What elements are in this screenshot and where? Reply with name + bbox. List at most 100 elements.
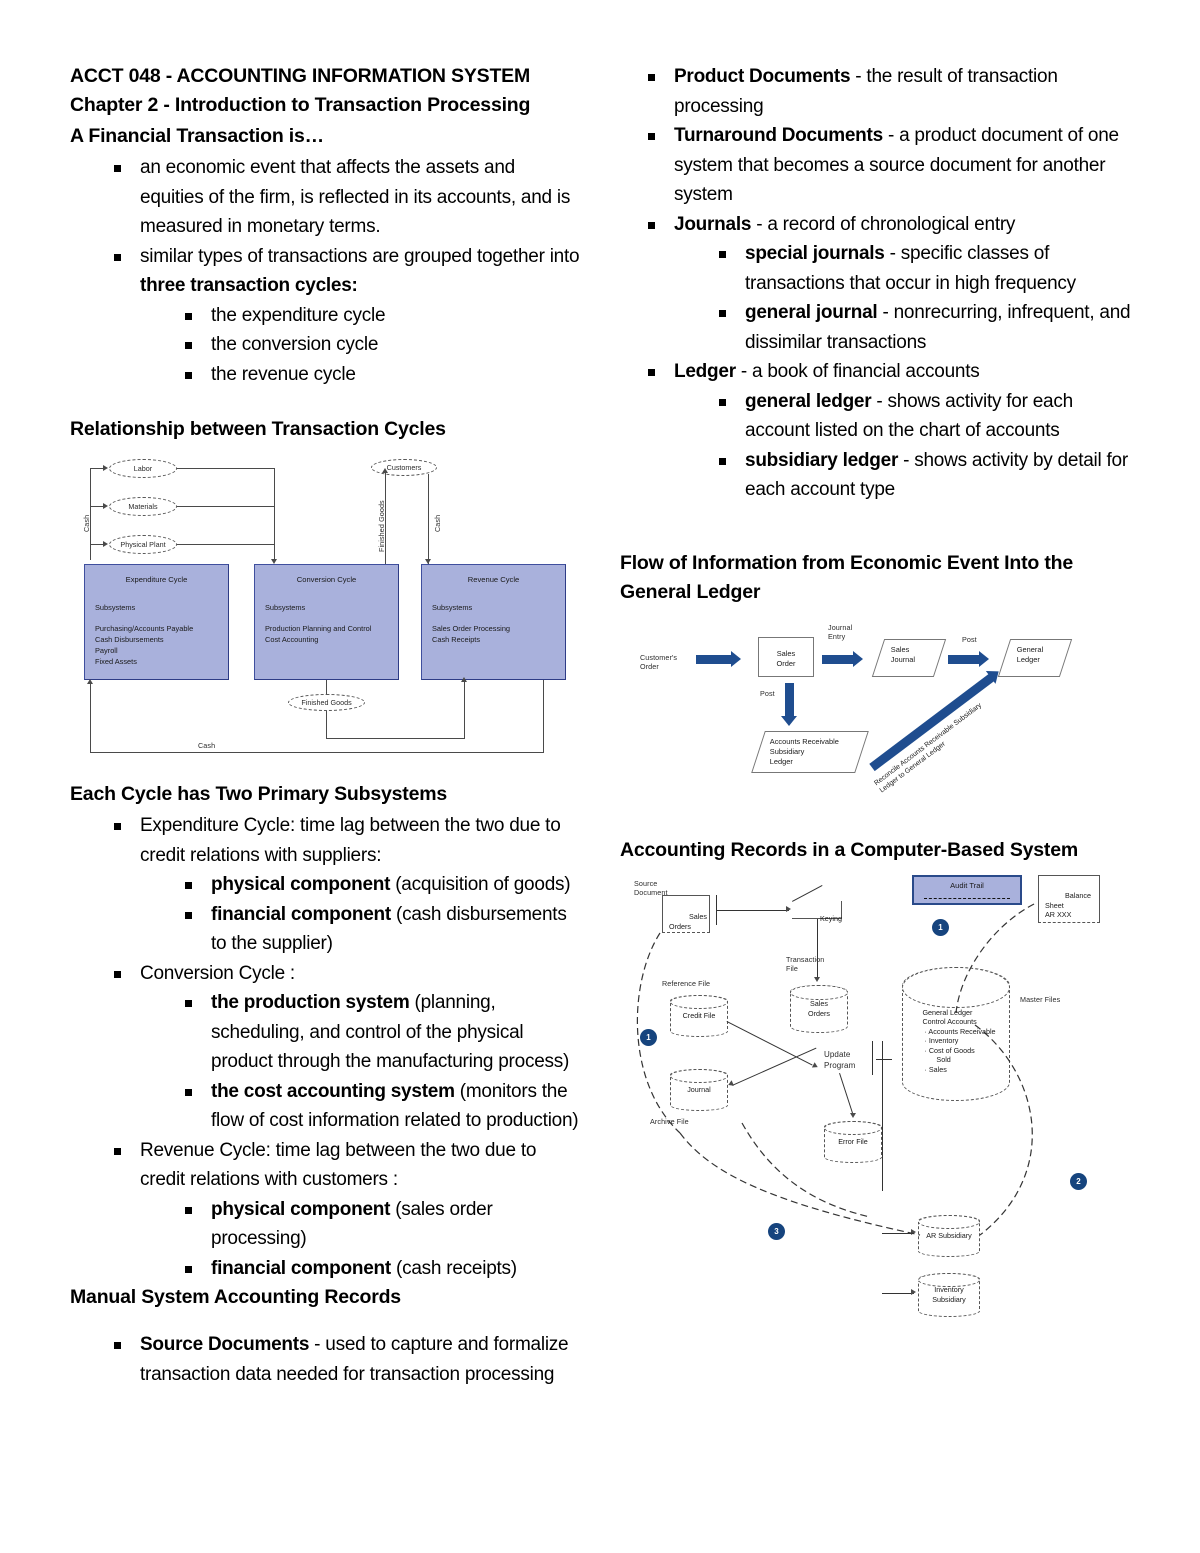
- box-title: Expenditure Cycle: [125, 575, 188, 584]
- file-ar-subsidiary: AR Subsidiary: [918, 1214, 980, 1257]
- bullet-text: similar types of transactions are groupe…: [140, 245, 580, 267]
- expenditure-components-list: physical component (acquisition of goods…: [177, 870, 580, 959]
- file-label: Credit File: [682, 1010, 716, 1020]
- shape-sales-journal: Sales Journal: [871, 638, 947, 677]
- bullet-text: (acquisition of goods): [390, 874, 571, 895]
- expenditure-cycle-box: Expenditure Cycle Subsystems Purchasing/…: [84, 564, 229, 680]
- arrow-order-to-sales-order: [696, 650, 741, 667]
- bullet-text-bold: the cost accounting system: [211, 1080, 455, 1102]
- chapter-title: Chapter 2 - Introduction to Transaction …: [70, 94, 531, 116]
- ellipse-finished-goods: Finished Goods: [288, 694, 365, 711]
- shape-label: Sales Orders: [669, 912, 707, 931]
- file-general-ledger-control: General Ledger Control Accounts · Accoun…: [902, 966, 1010, 1101]
- file-label: Inventory Subsidiary: [932, 1285, 966, 1304]
- two-column-layout: ACCT 048 - ACCOUNTING INFORMATION SYSTEM…: [70, 62, 1160, 1389]
- bullet-text-bold: subsidiary ledger: [745, 449, 899, 471]
- shape-label: Balance Sheet AR XXX: [1045, 891, 1091, 919]
- ellipse-physical-plant: Physical Plant: [109, 535, 177, 554]
- section-heading-relationship-cycles: Relationship between Transaction Cycles: [70, 418, 446, 440]
- bullet-text-bold: Turnaround Documents: [674, 125, 883, 146]
- shape-balance-sheet: Balance Sheet AR XXX: [1038, 874, 1100, 923]
- flow-label-post-down: Post: [760, 688, 775, 698]
- bullet-text-bold: Product Documents: [674, 66, 851, 87]
- list-item: subsidiary ledger - shows activity by de…: [711, 446, 1140, 505]
- file-label: Error File: [838, 1136, 868, 1146]
- bullet-text-bold: Ledger: [674, 361, 736, 382]
- bullet-text: (planning, scheduling, and control of th…: [211, 992, 570, 1072]
- list-item: Product Documents - the result of transa…: [640, 62, 1140, 121]
- list-item: Revenue Cycle: time lag between the two …: [106, 1136, 580, 1284]
- list-item: the conversion cycle: [177, 330, 580, 360]
- ellipse-materials: Materials: [109, 497, 177, 516]
- file-credit: Credit File: [670, 994, 728, 1037]
- information-flow-diagram: Customer's Order Sales Order Journal Ent…: [640, 615, 1140, 794]
- bullet-text-bold: financial component: [211, 1257, 391, 1279]
- bullet-text: (monitors the flow of cost information r…: [211, 1080, 579, 1132]
- cbs-label-archive-file: Archive File: [650, 1116, 689, 1126]
- list-item: financial component (cash disbursements …: [177, 900, 580, 959]
- bullet-text-bold: general journal: [745, 302, 878, 323]
- section-heading-flow-of-information: Flow of Information from Economic Event …: [620, 551, 1073, 603]
- bullet-text-bold: physical component: [211, 1198, 391, 1220]
- right-column: Product Documents - the result of transa…: [620, 62, 1140, 1363]
- badge-1-left: 1: [640, 1028, 657, 1046]
- box-title: Conversion Cycle: [296, 575, 357, 584]
- conversion-components-list: the production system (planning, schedul…: [177, 988, 580, 1136]
- list-item: physical component (acquisition of goods…: [177, 870, 580, 900]
- financial-transaction-list: an economic event that affects the asset…: [106, 153, 580, 389]
- transaction-cycles-list: the expenditure cycle the conversion cyc…: [177, 301, 580, 390]
- bullet-text-bold: financial component: [211, 903, 391, 925]
- box-items: Sales Order Processing Cash Receipts: [432, 624, 511, 644]
- edge-label-cash-bottom: Cash: [198, 741, 216, 750]
- bullet-text: - shows activity for each account listed…: [745, 390, 1073, 442]
- list-item: the expenditure cycle: [177, 301, 580, 331]
- shape-label: Sales Journal: [890, 644, 916, 664]
- audit-trail-box: Audit Trail: [912, 874, 1022, 905]
- bullet-text: the expenditure cycle: [211, 304, 386, 326]
- bullet-text-bold: special journals: [745, 243, 885, 264]
- bullet-text: (sales order processing): [211, 1198, 493, 1250]
- shape-ar-subsidiary-ledger: Accounts Receivable Subsidiary Ledger: [751, 730, 869, 773]
- badge-2: 2: [1070, 1172, 1087, 1190]
- list-item: Expenditure Cycle: time lag between the …: [106, 811, 580, 959]
- cbs-label-source-document: Source Document: [634, 878, 668, 898]
- list-item: Turnaround Documents - a product documen…: [640, 121, 1140, 210]
- box-items: Production Planning and Control Cost Acc…: [265, 624, 372, 644]
- list-item: the production system (planning, schedul…: [177, 988, 580, 1077]
- cbs-label-transaction-file: Transaction File: [786, 954, 825, 974]
- arrow-journal-to-ledger: [948, 650, 989, 667]
- section-heading-manual-records: Manual System Accounting Records: [70, 1286, 401, 1308]
- bullet-text: Revenue Cycle: time lag between the two …: [140, 1139, 537, 1191]
- ledger-sublist: general ledger - shows activity for each…: [711, 387, 1140, 505]
- bullet-text: - the result of transaction processing: [674, 66, 1058, 117]
- list-item: Ledger - a book of financial accounts ge…: [640, 357, 1140, 505]
- bullet-text: - a record of chronological entry: [751, 213, 1016, 235]
- file-label: Sales Orders: [808, 999, 830, 1018]
- list-item: similar types of transactions are groupe…: [106, 242, 580, 390]
- shape-sales-orders-doc: Sales Orders: [662, 894, 710, 933]
- box-subsystems-label: Subsystems: [265, 603, 306, 612]
- bullet-text-bold: Journals: [674, 213, 752, 235]
- list-item: the revenue cycle: [177, 360, 580, 390]
- file-label: Journal: [687, 1084, 711, 1094]
- revenue-components-list: physical component (sales order processi…: [177, 1195, 580, 1284]
- bullet-text: the revenue cycle: [211, 363, 356, 385]
- file-label: General Ledger Control Accounts · Accoun…: [922, 1007, 996, 1074]
- list-item: general journal - nonrecurring, infreque…: [711, 298, 1140, 357]
- section-heading-computer-based-records: Accounting Records in a Computer-Based S…: [620, 838, 1079, 861]
- list-item: general ledger - shows activity for each…: [711, 387, 1140, 446]
- list-item: Source Documents - used to capture and f…: [106, 1330, 580, 1389]
- bullet-text: - shows activity by detail for each acco…: [745, 449, 1128, 501]
- bullet-text: an economic event that affects the asset…: [140, 157, 571, 237]
- box-subsystems-label: Subsystems: [432, 603, 473, 612]
- list-item: special journals - specific classes of t…: [711, 239, 1140, 298]
- bullet-text-bold: three transaction cycles:: [140, 275, 358, 296]
- shape-label: Sales Order: [776, 648, 796, 668]
- file-label: AR Subsidiary: [926, 1230, 972, 1240]
- shape-label: General Ledger: [1016, 644, 1044, 664]
- transaction-cycles-diagram: Cash Labor Materials Physical Plant Cu: [76, 454, 576, 754]
- flow-label-customers-order: Customer's Order: [640, 652, 678, 672]
- bullet-text: (cash receipts): [391, 1257, 517, 1279]
- cbs-label-reference-file: Reference File: [662, 978, 711, 988]
- list-item: financial component (cash receipts): [177, 1254, 580, 1284]
